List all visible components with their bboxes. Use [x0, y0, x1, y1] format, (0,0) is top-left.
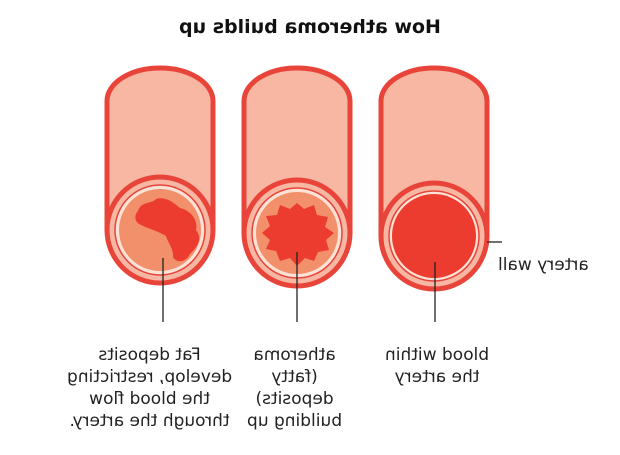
fat-deposit [135, 198, 200, 262]
label-fat-deposits-text: Fat deposits develop, restricting the bl… [67, 345, 233, 431]
diagram-title-text: How atheroma builds up [179, 16, 441, 38]
label-fat-deposits: Fat deposits develop, restricting the bl… [40, 322, 260, 432]
label-artery-wall: artery wall [498, 232, 610, 276]
label-blood-text: blood within the artery [385, 345, 490, 387]
artery-fat-deposits [104, 65, 216, 286]
artery-healthy [378, 65, 490, 292]
label-atheroma: atheroma (fatty deposits) building up [230, 322, 360, 432]
label-atheroma-text: atheroma (fatty deposits) building up [247, 345, 343, 431]
label-artery-wall-text: artery wall [498, 255, 589, 275]
label-blood: blood within the artery [350, 322, 525, 388]
diagram-title: How atheroma builds up [0, 16, 620, 38]
artery-atheroma [241, 65, 353, 289]
blood-lumen [392, 194, 476, 278]
atheroma-deposit [262, 203, 334, 266]
